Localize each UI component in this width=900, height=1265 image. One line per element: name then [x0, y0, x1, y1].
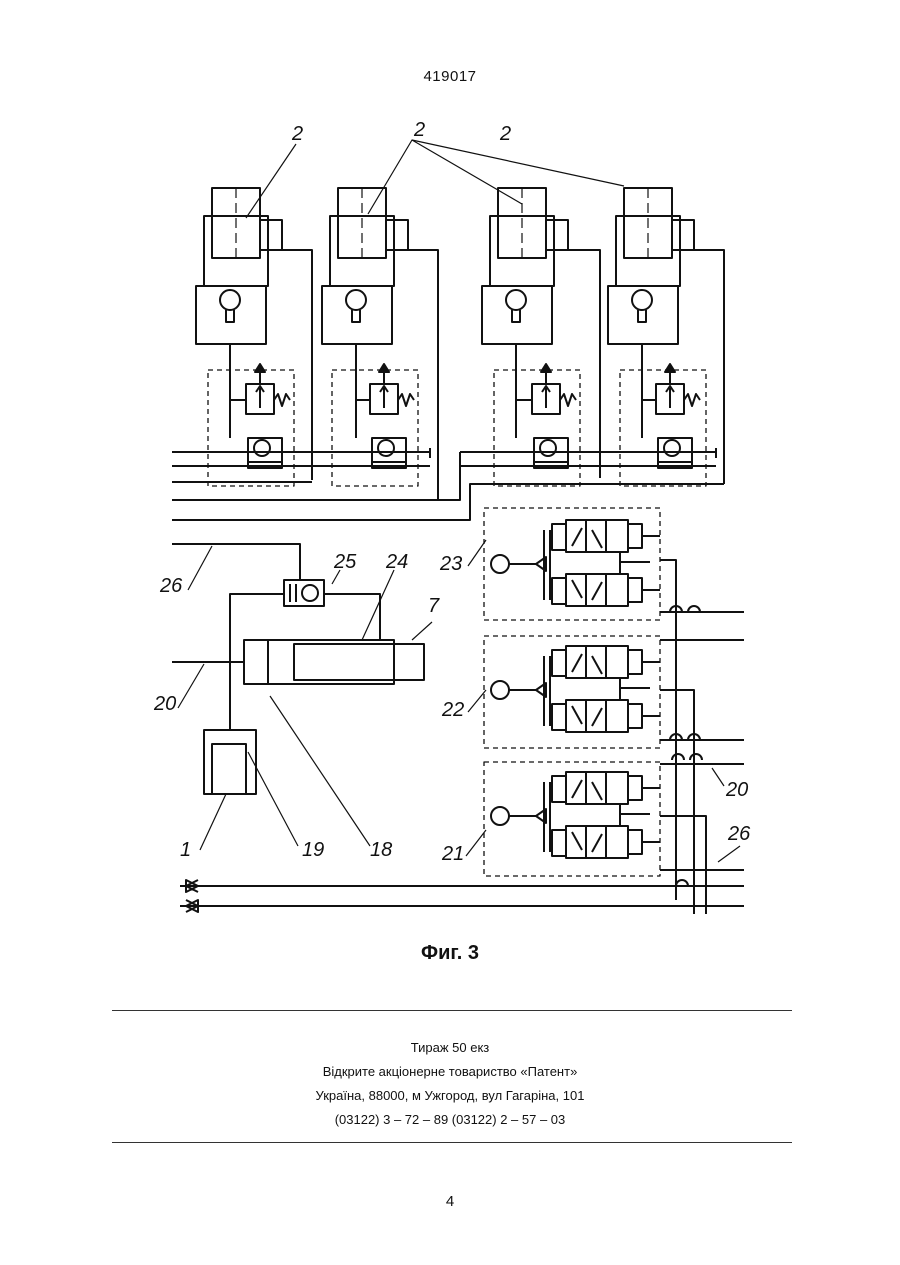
label-25: 25	[333, 551, 357, 573]
page-number: 4	[0, 1193, 900, 1210]
cylinder-7	[244, 640, 424, 684]
control-panel-23	[491, 520, 660, 606]
pump-unit-1	[204, 730, 256, 794]
check-valve-25	[284, 580, 324, 606]
label-1: 1	[180, 839, 191, 861]
hydraulic-schematic: 2 2 2 25 24 7 26 23 22 21 20 20 26 1 19 …	[0, 100, 900, 930]
label-20-left: 20	[153, 693, 176, 715]
control-panel-22	[491, 646, 660, 732]
phones: (03122) 3 – 72 – 89 (03122) 2 – 57 – 03	[0, 1108, 900, 1132]
label-20-right: 20	[725, 779, 748, 801]
label-2a: 2	[291, 123, 303, 145]
support-unit-4	[608, 188, 694, 344]
support-unit-2	[322, 188, 408, 344]
label-19: 19	[302, 839, 324, 861]
label-18: 18	[370, 839, 392, 861]
address: Україна, 88000, м Ужгород, вул Гагаріна,…	[0, 1084, 900, 1108]
patent-number: 419017	[0, 68, 900, 85]
top-divider	[112, 1010, 792, 1011]
print-run: Тираж 50 екз	[0, 1036, 900, 1060]
label-23: 23	[439, 553, 462, 575]
label-26-left: 26	[159, 575, 183, 597]
control-panel-21	[491, 772, 660, 858]
imprint-block: Тираж 50 екз Відкрите акціонерне товарис…	[0, 1036, 900, 1132]
label-2c: 2	[499, 123, 511, 145]
label-26-right: 26	[727, 823, 751, 845]
label-22: 22	[441, 699, 464, 721]
support-unit-1	[196, 188, 282, 344]
label-21: 21	[441, 843, 464, 865]
figure-caption: Фиг. 3	[0, 942, 900, 965]
label-24: 24	[385, 551, 408, 573]
publisher: Відкрите акціонерне товариство «Патент»	[0, 1060, 900, 1084]
support-unit-3	[482, 188, 568, 344]
label-7: 7	[428, 595, 440, 617]
label-2b: 2	[413, 119, 425, 141]
bottom-divider	[112, 1142, 792, 1143]
